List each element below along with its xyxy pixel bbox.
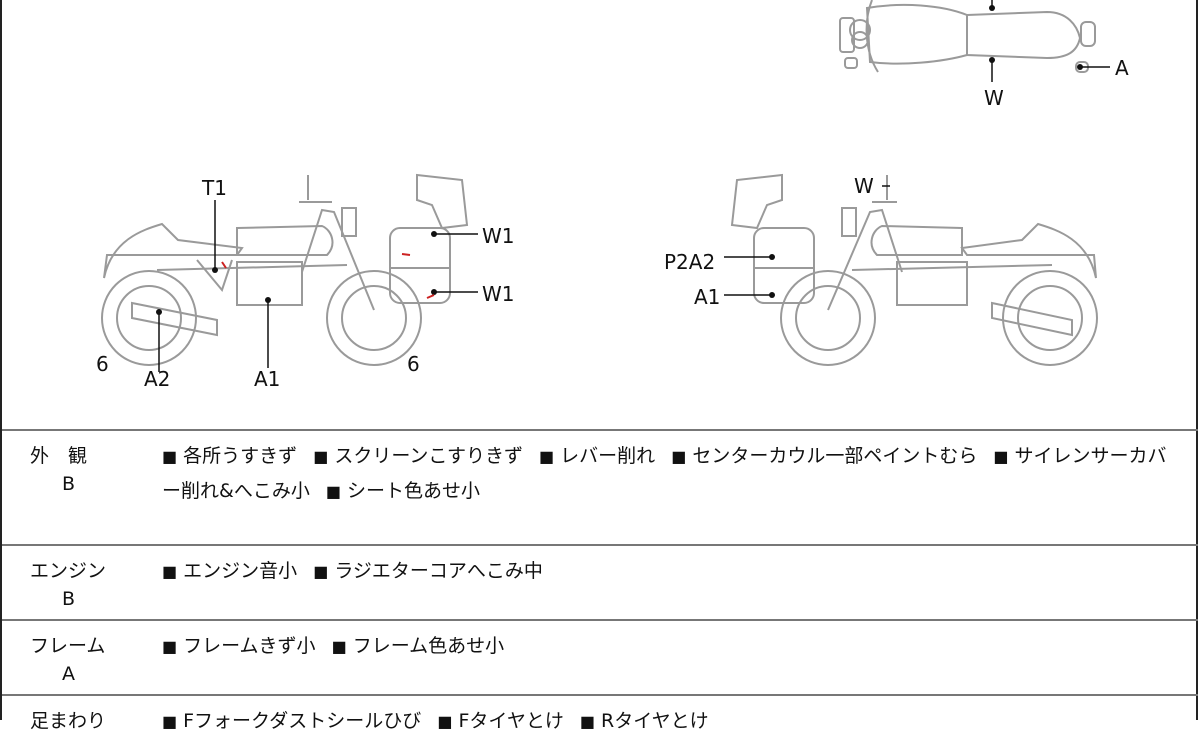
category-label: 外 観 <box>30 445 88 467</box>
grade-label: A <box>62 663 75 685</box>
condition-item: センターカウル一部ペイントむら <box>692 445 978 467</box>
grade-label: B <box>62 588 76 610</box>
condition-item: Fタイヤとけ <box>458 710 564 732</box>
damage-points <box>156 5 1083 315</box>
grade-label: B <box>62 473 76 495</box>
label-a2: A2 <box>144 367 171 391</box>
damage-marks <box>221 253 435 299</box>
table-row-exterior: 外 観 B ■各所うすきず ■スクリーンこすりきず ■レバー削れ ■センターカウ… <box>2 429 1198 546</box>
condition-item: 各所うすきず <box>183 445 298 467</box>
label-w1-upper: W1 <box>482 224 515 248</box>
condition-item: Fフォークダストシールひび <box>183 710 422 732</box>
condition-item: フレーム色あせ小 <box>352 635 505 657</box>
label-t1: T1 <box>202 176 227 200</box>
label-front-tire: 6 <box>407 352 420 376</box>
condition-item: レバー削れ <box>560 445 656 467</box>
motorcycle-drawings <box>101 0 1110 372</box>
condition-item: シート色あせ小 <box>347 480 481 502</box>
condition-items: ■各所うすきず ■スクリーンこすりきず ■レバー削れ ■センターカウル一部ペイン… <box>162 445 1167 502</box>
label-rear-tire: 6 <box>96 352 109 376</box>
label-top-w: W <box>984 86 1004 110</box>
condition-item: フレームきず小 <box>183 635 316 657</box>
label-top-a: A <box>1115 56 1129 80</box>
table-row-suspension: 足まわり ■Fフォークダストシールひび ■Fタイヤとけ ■Rタイヤとけ <box>2 694 1198 756</box>
label-p2a2: P2A2 <box>664 250 716 274</box>
category-label: エンジン <box>30 560 107 582</box>
condition-items: ■Fフォークダストシールひび ■Fタイヤとけ ■Rタイヤとけ <box>162 710 709 732</box>
condition-item: サイレンサーカバー削れ&へこみ小 <box>162 445 1167 502</box>
table-row-engine: エンジン B ■エンジン音小 ■ラジエターコアへこみ中 <box>2 544 1198 621</box>
right-side-motorcycle <box>730 173 1098 366</box>
label-a1-right: A1 <box>694 285 721 309</box>
damage-diagram: W A T1 W1 W1 6 A2 A1 6 W P2A2 A1 <box>2 0 1198 429</box>
table-row-frame: フレーム A ■フレームきず小 ■フレーム色あせ小 <box>2 619 1198 696</box>
condition-item: Rタイヤとけ <box>601 710 709 732</box>
condition-item: スクリーンこすりきず <box>334 445 523 467</box>
condition-item: ラジエターコアへこみ中 <box>334 560 543 582</box>
label-right-w: W <box>854 174 874 198</box>
condition-items: ■フレームきず小 ■フレーム色あせ小 <box>162 635 505 657</box>
label-a1-left: A1 <box>254 367 281 391</box>
condition-item: エンジン音小 <box>183 560 298 582</box>
category-label: フレーム <box>30 635 106 657</box>
category-label: 足まわり <box>30 710 107 732</box>
left-side-motorcycle <box>101 173 469 366</box>
inspection-sheet: W A T1 W1 W1 6 A2 A1 6 W P2A2 A1 外 観 B ■… <box>0 0 1198 732</box>
top-view-motorcycle <box>839 0 1096 73</box>
condition-items: ■エンジン音小 ■ラジエターコアへこみ中 <box>162 560 543 582</box>
label-w1-lower: W1 <box>482 282 515 306</box>
